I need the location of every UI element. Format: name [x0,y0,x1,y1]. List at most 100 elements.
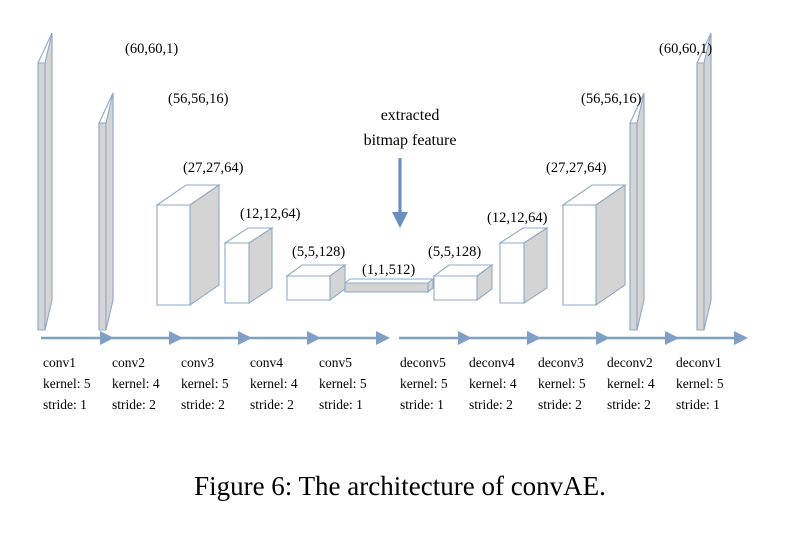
op-label-conv4: conv4 kernel: 4 stride: 2 [250,355,298,412]
dim-label-dec1: (56,56,16) [581,91,642,107]
op-stride: stride: 2 [250,397,294,412]
layer-block-dec1 [629,92,645,331]
enc1-plate-left-face [98,122,107,331]
op-kernel: kernel: 4 [112,376,160,391]
op-label-conv1: conv1 kernel: 5 stride: 1 [43,355,91,412]
op-label-deconv4: deconv4 kernel: 4 stride: 2 [469,355,517,412]
dim-label-dec4: (5,5,128) [428,244,481,260]
op-name: conv5 [319,355,352,370]
op-stride: stride: 1 [43,397,87,412]
arrow-head-icon [458,331,472,345]
flow-arrow-conv1 [41,331,114,345]
flow-arrow-deconv3 [537,331,610,345]
dim-label-enc4: (5,5,128) [292,244,345,260]
flow-arrow-conv3 [179,331,252,345]
op-kernel: kernel: 5 [43,376,91,391]
arrow-head-icon [169,331,183,345]
op-name: conv4 [250,355,283,370]
op-kernel: kernel: 4 [250,376,298,391]
dim-label-dec3: (12,12,64) [487,210,548,226]
feature-annotation-line2: bitmap feature [364,132,457,149]
op-kernel: kernel: 5 [319,376,367,391]
layer-block-bottleneck [343,277,435,294]
op-name: deconv4 [469,355,515,370]
op-name: conv2 [112,355,145,370]
layer-block-dec3 [498,226,549,305]
op-stride: stride: 2 [469,397,513,412]
enc2-front-face [156,204,191,306]
enc4-front-face [286,275,331,301]
op-label-deconv1: deconv1 kernel: 5 stride: 1 [676,355,724,412]
arrow-head-icon [734,331,748,345]
op-kernel: kernel: 4 [607,376,655,391]
op-name: deconv5 [400,355,446,370]
layer-block-input [37,32,53,331]
op-kernel: kernel: 5 [676,376,724,391]
dim-label-enc2: (27,27,64) [183,160,244,176]
flow-arrow-conv2 [110,331,183,345]
feature-annotation-line1: extracted [381,107,440,124]
flow-arrow-deconv1 [675,331,748,345]
op-stride: stride: 2 [112,397,156,412]
op-stride: stride: 1 [676,397,720,412]
op-label-deconv5: deconv5 kernel: 5 stride: 1 [400,355,448,412]
dec3-front-face [499,242,525,304]
op-name: conv3 [181,355,214,370]
dec1-plate-front-face [636,92,645,331]
arrow-head-icon [307,331,321,345]
enc3-front-face [224,242,250,304]
op-name: conv1 [43,355,76,370]
bottleneck-front-face [344,282,429,293]
layer-block-output [696,32,712,331]
dec2-side-face [595,183,626,307]
op-stride: stride: 2 [181,397,225,412]
feature-arrow-head-icon [392,212,408,228]
enc2-side-face [189,183,220,307]
input-plate-front-face [44,32,53,331]
op-stride: stride: 1 [319,397,363,412]
arrow-head-icon [596,331,610,345]
op-name: deconv2 [607,355,653,370]
op-stride: stride: 2 [607,397,651,412]
dim-label-enc3: (12,12,64) [240,206,301,222]
op-label-conv3: conv3 kernel: 5 stride: 2 [181,355,229,412]
flow-arrow-deconv4 [468,331,541,345]
op-label-conv5: conv5 kernel: 5 stride: 1 [319,355,367,412]
figure-caption: Figure 6: The architecture of convAE. [194,471,606,501]
input-plate-left-face [37,62,46,331]
layer-block-dec4 [432,263,494,302]
flow-arrow-conv5 [317,331,390,345]
op-stride: stride: 1 [400,397,444,412]
layer-block-enc4 [285,263,347,302]
enc1-plate-front-face [105,92,114,331]
op-kernel: kernel: 5 [400,376,448,391]
arrow-head-icon [665,331,679,345]
dim-label-bottleneck: (1,1,512) [362,262,415,278]
arrow-head-icon [527,331,541,345]
feature-arrow-down [392,158,408,228]
dim-label-input: (60,60,1) [125,41,178,57]
op-label-deconv3: deconv3 kernel: 5 stride: 2 [538,355,586,412]
dim-label-output: (60,60,1) [659,41,712,57]
op-kernel: kernel: 5 [181,376,229,391]
arrow-head-icon [238,331,252,345]
op-name: deconv3 [538,355,584,370]
flow-arrow-deconv2 [606,331,679,345]
output-plate-left-face [696,62,705,331]
op-name: deconv1 [676,355,722,370]
bottleneck-top-face [343,278,435,284]
flow-arrow-conv4 [248,331,321,345]
dec1-plate-left-face [629,122,638,331]
op-label-conv2: conv2 kernel: 4 stride: 2 [112,355,160,412]
dec4-front-face [433,275,478,301]
dec2-front-face [562,204,597,306]
bottleneck-side-face [427,277,434,294]
layer-block-enc3 [223,226,274,305]
op-label-deconv2: deconv2 kernel: 4 stride: 2 [607,355,655,412]
arrow-head-icon [376,331,390,345]
dim-label-dec2: (27,27,64) [546,160,607,176]
layer-block-enc1 [98,92,114,331]
op-kernel: kernel: 4 [469,376,517,391]
